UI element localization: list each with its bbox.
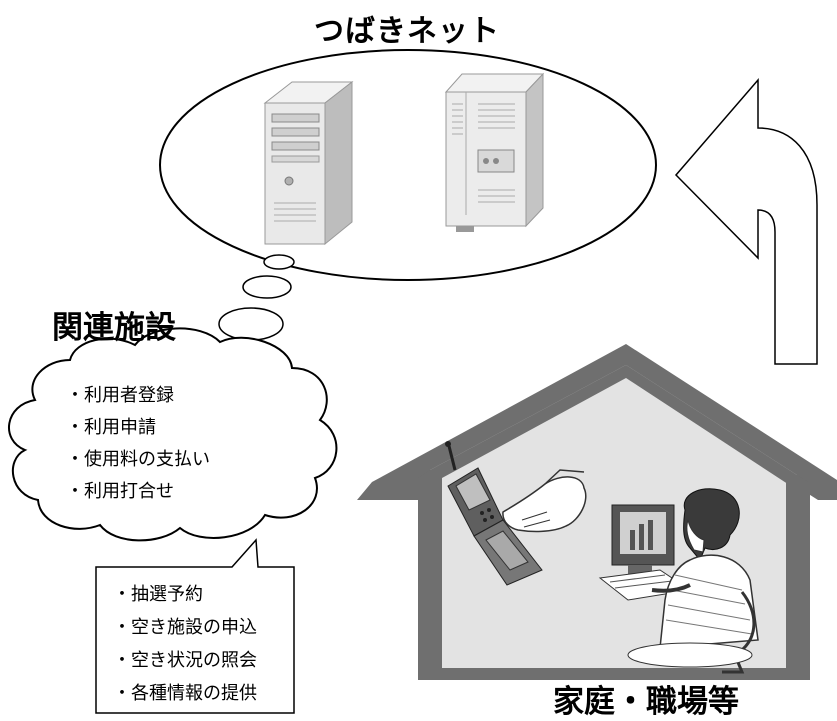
facility-service-list: ・利用者登録 ・利用申請 ・使用料の支払い ・利用打合せ [66,380,210,508]
thought-bubble-medium [242,275,292,299]
mobile-phone-icon [445,441,543,586]
pointing-hand-icon [502,469,587,533]
network-title: つばきネット [314,14,500,49]
home-service-item: ・空き状況の照会 [113,650,257,671]
thought-bubble-small [263,254,295,270]
home-service-item: ・各種情報の提供 [113,683,257,704]
facility-cloud [8,327,338,542]
thought-bubble-large [218,307,284,341]
house-icon [357,344,837,680]
person-at-computer-icon [598,488,759,674]
facility-title: 関連施設 [52,310,176,346]
home-service-item: ・抽選予約 [113,584,203,605]
home-title: 家庭・職場等 [553,684,739,720]
facility-service-item: ・利用打合せ [66,481,174,502]
network-ellipse [159,49,657,281]
home-service-list: ・抽選予約 ・空き施設の申込 ・空き状況の照会 ・各種情報の提供 [113,578,257,710]
facility-service-item: ・利用者登録 [66,385,174,406]
callout-box [95,538,295,714]
facility-service-item: ・使用料の支払い [66,449,210,470]
up-left-arrow-icon [674,77,818,365]
server-tower-icon [263,80,354,246]
server-rack-icon [444,72,545,232]
home-service-item: ・空き施設の申込 [113,617,257,638]
facility-service-item: ・利用申請 [66,417,156,438]
